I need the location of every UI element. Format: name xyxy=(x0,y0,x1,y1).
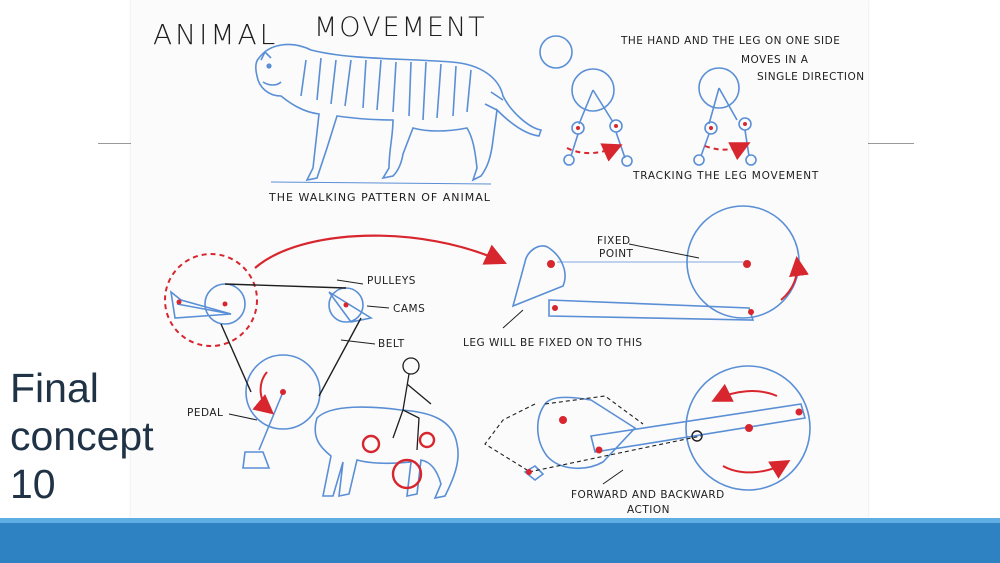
rider-figure xyxy=(392,357,432,451)
transfer-arrow xyxy=(254,234,507,269)
tiger-sketch xyxy=(254,43,543,185)
heading-movement: MOVEMENT xyxy=(314,12,487,43)
label-cams: CAMS xyxy=(393,303,425,315)
forward-backward-pivots xyxy=(526,408,803,475)
footer-bar-accent xyxy=(0,518,1000,523)
motion-path-dashed xyxy=(484,395,702,473)
slide-title-line-2: concept xyxy=(10,413,154,459)
label-pulleys: PULLEYS xyxy=(367,275,416,287)
note-hand-leg-line1: THE HAND AND THE LEG ON ONE SIDE xyxy=(620,35,840,47)
forward-backward-mechanism xyxy=(523,365,811,491)
label-leaders xyxy=(228,279,390,421)
slider-pivot xyxy=(691,430,703,442)
label-forward-backward-line1: FORWARD AND BACKWARD xyxy=(571,489,725,501)
rider-animal-sketch xyxy=(314,406,459,500)
fixed-point-mechanism xyxy=(511,205,800,321)
slide-rule-left xyxy=(98,143,136,144)
note-hand-leg-line3: SINGLE DIRECTION xyxy=(757,71,865,83)
label-pedal: PEDAL xyxy=(187,407,223,419)
sketch-drawing: ANIMAL MOVEMENT THE WALKING PATTERN OF A… xyxy=(153,12,865,516)
caption-tracking: TRACKING THE LEG MOVEMENT xyxy=(632,170,819,182)
sketch-sheet: ANIMAL MOVEMENT THE WALKING PATTERN OF A… xyxy=(131,0,868,518)
mechanism-pivots xyxy=(176,299,349,395)
label-forward-backward-line2: ACTION xyxy=(627,504,670,516)
forward-leader xyxy=(602,469,624,485)
leg-motion-arrows xyxy=(566,142,751,162)
wheel-rotation-arrow xyxy=(780,256,809,301)
caption-walking-pattern: THE WALKING PATTERN OF ANIMAL xyxy=(268,191,491,204)
rider-wheels xyxy=(361,431,436,490)
fixed-point-pivots xyxy=(547,260,754,315)
footer-bar xyxy=(0,518,1000,563)
label-fixed-point-line2: POINT xyxy=(599,248,634,260)
label-fixed-point-line1: FIXED xyxy=(597,235,631,247)
leg-tracking-figures xyxy=(539,35,757,167)
pulley-highlight-circle xyxy=(164,253,258,347)
slide-title-line-3: 10 xyxy=(10,461,56,507)
leg-joints xyxy=(576,122,747,130)
belt-lines xyxy=(220,283,362,397)
label-belt: BELT xyxy=(378,338,405,350)
slide-title: Final concept 10 xyxy=(10,364,170,508)
slide-rule-right xyxy=(862,143,914,144)
fixed-point-leaders xyxy=(502,243,700,329)
pulley-mechanism xyxy=(169,283,374,469)
label-leg-fixed: LEG WILL BE FIXED ON TO THIS xyxy=(463,337,643,349)
forward-backward-arrows xyxy=(711,383,791,479)
note-hand-leg-line2: MOVES IN A xyxy=(741,54,809,66)
pedal-rotation-arrow xyxy=(252,371,275,415)
slide-title-line-1: Final xyxy=(10,365,99,411)
heading-animal: ANIMAL xyxy=(153,18,278,51)
footer-bar-main xyxy=(0,523,1000,563)
